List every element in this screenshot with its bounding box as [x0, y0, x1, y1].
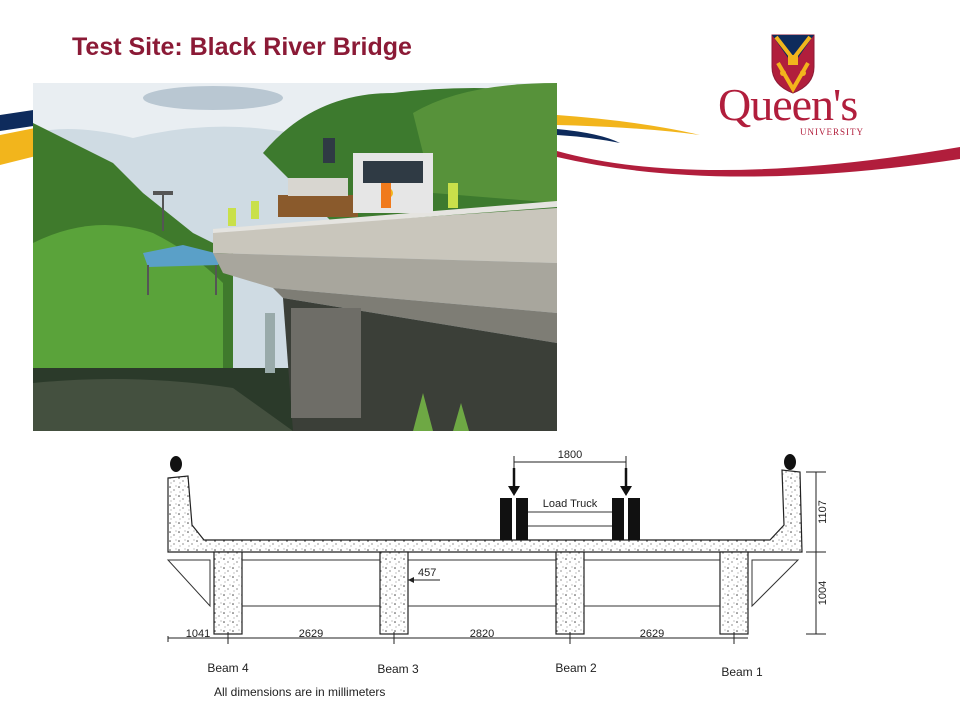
- swoosh-gold-left: [0, 127, 40, 165]
- dim-span-3: 2629: [640, 628, 664, 640]
- queens-crest-icon: [771, 34, 815, 94]
- dim-left-overhang: 1041: [186, 628, 210, 640]
- dim-truck-spacing: 1800: [558, 449, 582, 461]
- load-truck-label: Load Truck: [543, 498, 598, 510]
- beam-2: [555, 551, 585, 635]
- dim-beam-width: 457: [418, 567, 436, 579]
- swoosh-navy: [0, 109, 40, 131]
- slide-title: Test Site: Black River Bridge: [72, 33, 412, 61]
- beam-3: [379, 551, 409, 635]
- barrier-rail-right: [784, 454, 796, 470]
- decorative-swoosh: [0, 109, 960, 177]
- beam-label-3: Beam 3: [377, 662, 419, 676]
- truck-wheel-right-b: [628, 498, 640, 540]
- queens-wordmark-subtitle: UNIVERSITY: [800, 127, 864, 137]
- truck-wheel-left-b: [516, 498, 528, 540]
- bridge-photo: [33, 83, 557, 431]
- dimension-note: All dimensions are in millimeters: [214, 685, 385, 699]
- dim-beam-depth: 1004: [817, 581, 829, 605]
- beam-4: [213, 551, 243, 635]
- beam-label-1: Beam 1: [721, 665, 763, 679]
- queens-wordmark: Queen's: [718, 79, 858, 130]
- bridge-cross-section-diagram: Load Truck 1800 457 1041 2629 2820 2629 …: [166, 449, 829, 699]
- barrier-rail-left: [170, 456, 182, 472]
- swoosh-gold-right: [557, 115, 700, 135]
- deck-section: [167, 469, 803, 553]
- dim-span-2: 2820: [470, 628, 494, 640]
- truck-wheel-right-a: [612, 498, 624, 540]
- swoosh-crimson: [557, 147, 960, 177]
- beam-label-2: Beam 2: [555, 661, 597, 675]
- truck-wheel-left-a: [500, 498, 512, 540]
- beam-1: [719, 551, 749, 635]
- dim-barrier-height: 1107: [817, 500, 829, 524]
- swoosh-navy-right: [557, 129, 620, 143]
- dim-span-1: 2629: [299, 628, 323, 640]
- beam-label-4: Beam 4: [207, 661, 249, 675]
